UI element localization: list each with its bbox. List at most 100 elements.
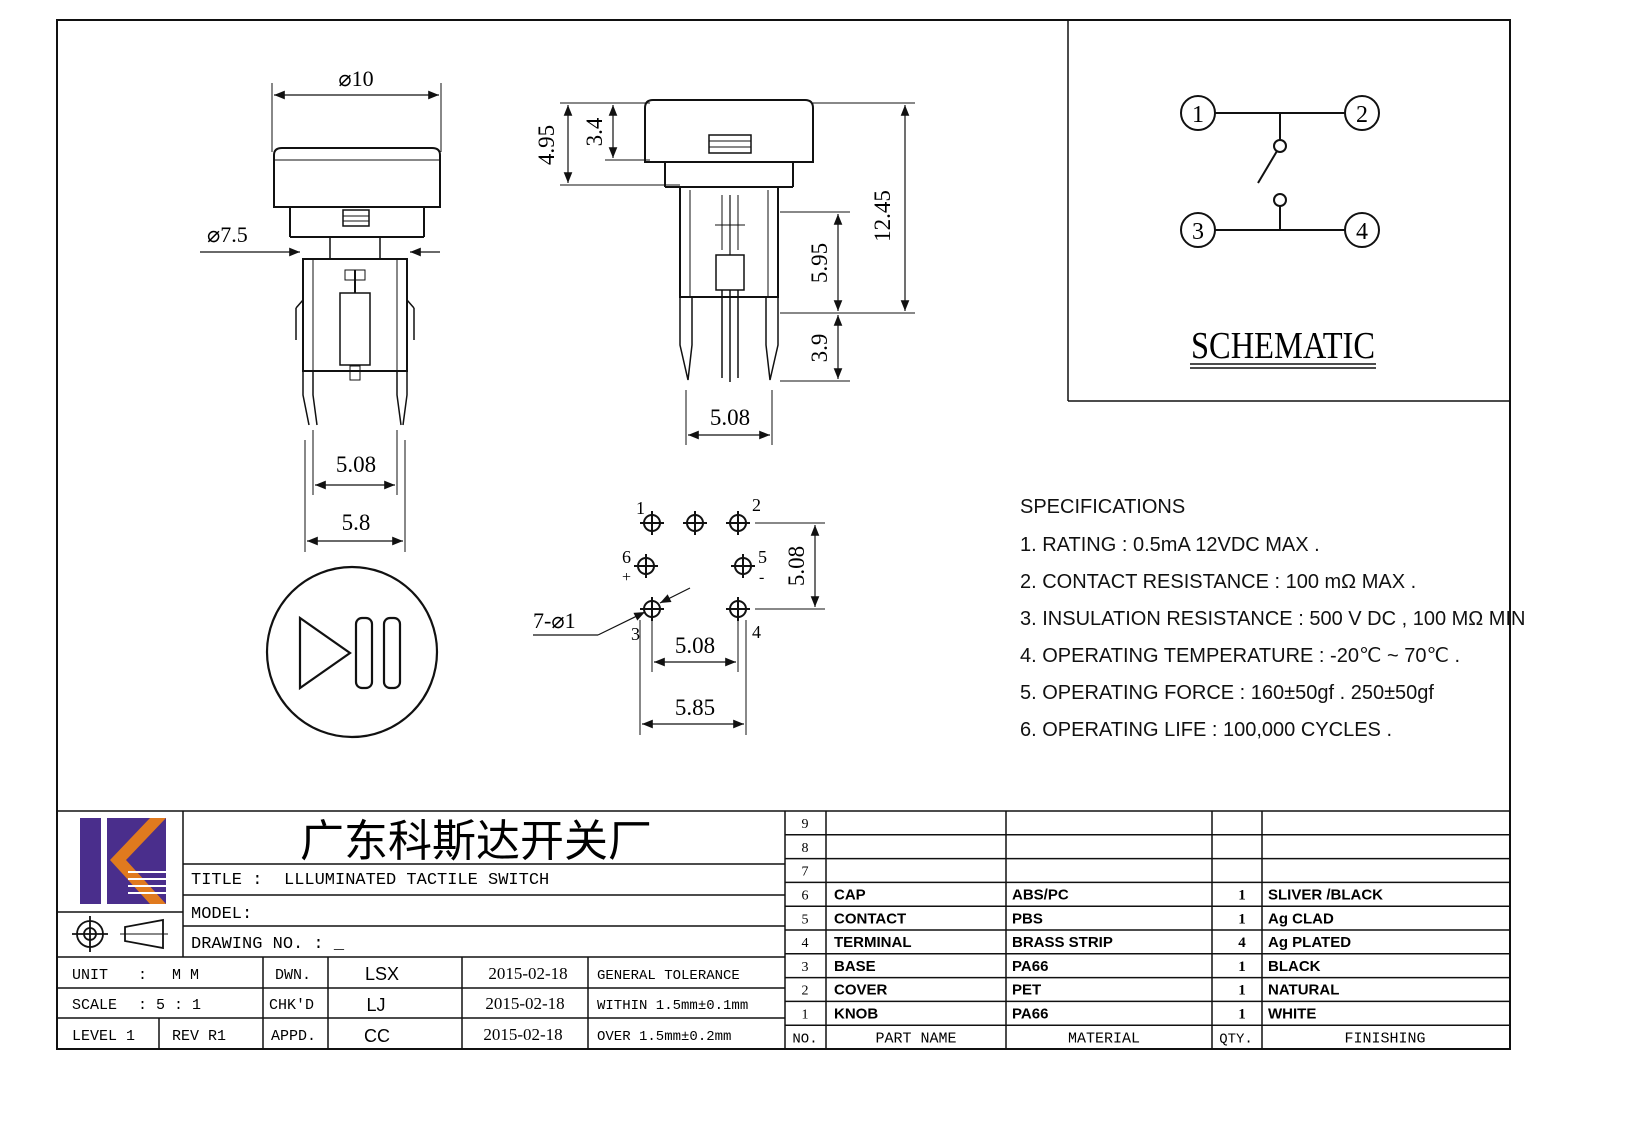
front-view — [200, 83, 442, 552]
dim-pcb-row-5-08: 5.08 — [784, 546, 809, 586]
pcb-pin-4: 4 — [752, 622, 761, 642]
company-logo — [80, 818, 166, 904]
appd-name: CC — [364, 1026, 390, 1046]
level-label: LEVEL 1 — [72, 1028, 135, 1045]
bom-row-qty: 1 — [1238, 959, 1246, 975]
bom-header-part: PART NAME — [875, 1030, 956, 1047]
schematic-pin-2: 2 — [1356, 102, 1368, 128]
schematic-pin-3: 3 — [1192, 219, 1204, 245]
bom-row-qty: 1 — [1238, 911, 1246, 927]
schematic-title: SCHEMATIC — [1191, 325, 1375, 367]
bom-row-no: 9 — [802, 817, 809, 832]
spec-item: 4. OPERATING TEMPERATURE : -20℃ ~ 70℃ . — [1020, 645, 1460, 667]
spec-item: 5. OPERATING FORCE : 160±50gf . 250±50gf — [1020, 682, 1434, 704]
title-value: LLLUMINATED TACTILE SWITCH — [284, 871, 549, 890]
spec-item: 2. CONTACT RESISTANCE : 100 mΩ MAX . — [1020, 571, 1416, 593]
dwn-date: 2015-02-18 — [488, 964, 567, 983]
bom-row-material: PA66 — [1012, 958, 1048, 975]
rev-label: REV R1 — [172, 1028, 226, 1045]
scale-label: SCALE — [72, 997, 117, 1014]
scale-value: : 5 : 1 — [138, 997, 201, 1014]
third-angle-projection-icon — [72, 916, 168, 952]
bom-row-material: PA66 — [1012, 1006, 1048, 1023]
dwn-label: DWN. — [275, 967, 311, 984]
spec-item: 3. INSULATION RESISTANCE : 500 V DC , 10… — [1020, 608, 1525, 630]
bom-row-material: BRASS STRIP — [1012, 934, 1113, 951]
bom-row-part: CAP — [834, 887, 866, 904]
bom-row-part: BASE — [834, 958, 876, 975]
dim-side-5-08: 5.08 — [710, 405, 750, 430]
bom-header-qty: QTY. — [1219, 1031, 1253, 1047]
appd-date: 2015-02-18 — [483, 1025, 562, 1044]
bom-row-finishing: BLACK — [1268, 958, 1321, 975]
pcb-pin-2: 2 — [752, 495, 761, 515]
unit-colon: : — [138, 967, 147, 984]
bom-row-material: PBS — [1012, 910, 1043, 927]
tolerance-within: WITHIN 1.5mm±0.1mm — [597, 998, 748, 1014]
bom-row-no: 5 — [802, 912, 809, 927]
model-label: MODEL: — [191, 905, 252, 924]
specifications: SPECIFICATIONS 1. RATING : 0.5mA 12VDC M… — [1020, 496, 1525, 741]
spec-item: 6. OPERATING LIFE : 100,000 CYCLES . — [1020, 719, 1392, 741]
bom-row-qty: 4 — [1238, 935, 1246, 951]
title-label: TITLE : — [191, 871, 262, 890]
bom-row-no: 3 — [802, 960, 809, 975]
bom-row-qty: 1 — [1238, 983, 1246, 999]
bom-header-material: MATERIAL — [1068, 1030, 1140, 1047]
dim-dia10: ⌀10 — [338, 66, 373, 91]
chk-label: CHK'D — [269, 997, 314, 1014]
dim-front-5-8: 5.8 — [342, 510, 371, 535]
bom-row-material: PET — [1012, 982, 1041, 999]
dim-hole: 7-⌀1 — [533, 608, 576, 633]
bom-row-no: 1 — [802, 1008, 809, 1023]
company-name: 广东科斯达开关厂 — [300, 816, 652, 867]
bom-row-finishing: Ag CLAD — [1268, 910, 1334, 927]
spec-heading: SPECIFICATIONS — [1020, 496, 1185, 518]
bom-row-no: 7 — [802, 865, 809, 880]
bom-row-qty: 1 — [1238, 1007, 1246, 1023]
dim-4-95: 4.95 — [534, 125, 559, 165]
title-block — [57, 810, 1510, 1049]
bom-row-no: 4 — [802, 936, 809, 951]
dim-pcb-5-08: 5.08 — [675, 633, 715, 658]
dim-pcb-5-85: 5.85 — [675, 695, 715, 720]
bom-row-part: CONTACT — [834, 910, 906, 927]
dim-front-5-08: 5.08 — [336, 452, 376, 477]
bom-row-qty: 1 — [1238, 888, 1246, 904]
bom-row-no: 2 — [802, 984, 809, 999]
appd-label: APPD. — [271, 1028, 316, 1045]
bom-row-no: 6 — [802, 889, 809, 904]
bom-row-finishing: WHITE — [1268, 1006, 1316, 1023]
pcb-pin-3: 3 — [631, 624, 640, 644]
bom-table — [785, 811, 1510, 1049]
side-view — [560, 99, 915, 445]
pcb-layout — [533, 511, 825, 735]
pcb-pin-minus: - — [759, 569, 764, 586]
pcb-pin-plus: + — [622, 569, 631, 586]
bom-header-finishing: FINISHING — [1344, 1030, 1425, 1047]
bom-header-no: NO. — [792, 1031, 817, 1047]
bom-row-material: ABS/PC — [1012, 887, 1069, 904]
spec-item: 1. RATING : 0.5mA 12VDC MAX . — [1020, 534, 1320, 556]
tolerance-title: GENERAL TOLERANCE — [597, 968, 740, 984]
dim-3-9: 3.9 — [807, 334, 832, 363]
tolerance-over: OVER 1.5mm±0.2mm — [597, 1029, 731, 1045]
schematic-pin-4: 4 — [1356, 219, 1368, 245]
drawing-no-label: DRAWING NO. : _ — [191, 935, 345, 954]
chk-date: 2015-02-18 — [485, 994, 564, 1013]
dim-12-45: 12.45 — [870, 190, 895, 242]
play-pause-icon — [265, 565, 439, 739]
sheet-border — [56, 19, 1511, 1050]
dim-3-4: 3.4 — [582, 117, 607, 146]
drawing-sheet: ⌀10 ⌀7.5 5.08 5.8 — [56, 19, 1525, 1050]
bom-row-finishing: Ag PLATED — [1268, 934, 1351, 951]
pcb-pin-1: 1 — [636, 498, 645, 518]
bom-row-part: KNOB — [834, 1006, 878, 1023]
chk-name: LJ — [366, 995, 385, 1015]
schematic-pin-1: 1 — [1192, 102, 1204, 128]
schematic-box — [1067, 20, 1510, 402]
bom-row-part: TERMINAL — [834, 934, 912, 951]
pcb-pin-5: 5 — [758, 547, 767, 567]
bom-row-finishing: NATURAL — [1268, 982, 1339, 999]
bom-row-no: 8 — [802, 841, 809, 856]
